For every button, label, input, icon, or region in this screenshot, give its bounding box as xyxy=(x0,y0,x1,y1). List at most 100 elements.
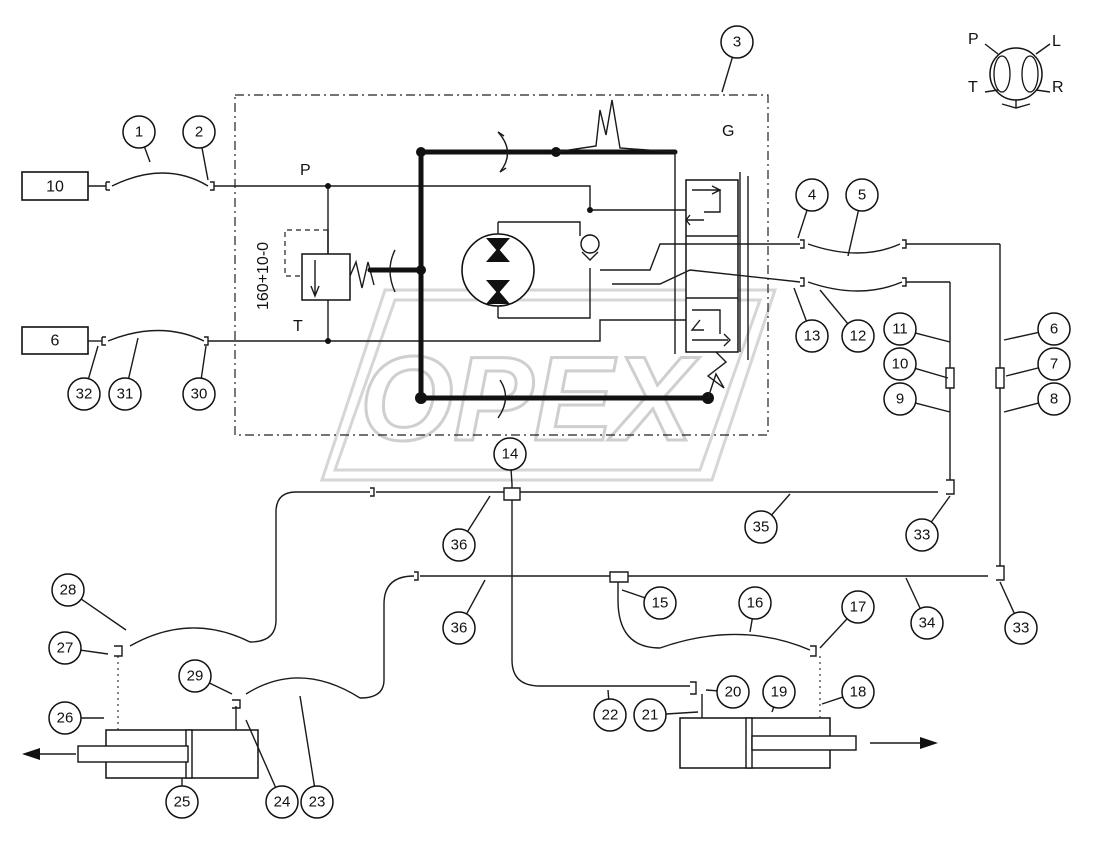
callout-leader-23 xyxy=(299,695,316,787)
callout-12: 12 xyxy=(841,319,875,353)
callout-leader-19 xyxy=(771,706,775,713)
callout-leader-36 xyxy=(466,495,491,532)
svg-text:10: 10 xyxy=(46,179,64,196)
callout-leader-14 xyxy=(510,469,513,485)
pressure-port-label: P xyxy=(300,162,311,179)
callout-leader-15 xyxy=(621,589,646,599)
callout-33: 33 xyxy=(1004,611,1038,645)
valve-internal-lines: P T 160+10-0 G xyxy=(235,123,734,344)
callout-28: 28 xyxy=(51,573,85,607)
right-lines xyxy=(945,244,1005,581)
callout-26: 26 xyxy=(48,701,82,735)
callout-20: 20 xyxy=(716,675,750,709)
callout-32: 32 xyxy=(67,377,101,411)
callout-leader-22 xyxy=(607,689,610,700)
callout-18: 18 xyxy=(841,675,875,709)
callout-22: 22 xyxy=(593,698,627,732)
cylinder-left xyxy=(22,645,259,779)
callout-label-7: 7 xyxy=(1050,356,1058,373)
callout-23: 23 xyxy=(300,785,334,819)
callout-label-14: 14 xyxy=(502,446,519,463)
callout-label-13: 13 xyxy=(804,328,821,345)
callout-19: 19 xyxy=(762,675,796,709)
pressure-source-box: 10 xyxy=(21,171,89,201)
callout-label-2: 2 xyxy=(195,124,203,141)
callout-leader-6 xyxy=(1003,331,1039,341)
callout-leader-27 xyxy=(80,649,109,655)
callout-label-4: 4 xyxy=(808,187,816,204)
directional-valve xyxy=(600,172,801,360)
callout-34: 34 xyxy=(910,606,944,640)
callout-label-21: 21 xyxy=(642,707,659,724)
callout-leader-33 xyxy=(999,581,1015,614)
callout-label-33: 33 xyxy=(1013,620,1030,637)
callout-label-5: 5 xyxy=(858,187,866,204)
callout-label-15: 15 xyxy=(652,595,669,612)
callout-leader-36 xyxy=(466,579,486,615)
callout-leader-24 xyxy=(245,719,277,788)
callout-label-9: 9 xyxy=(896,391,904,408)
output-hoses xyxy=(800,239,1000,292)
callout-label-3: 3 xyxy=(733,34,741,51)
supply-hoses xyxy=(88,172,235,346)
callout-11: 11 xyxy=(883,312,917,346)
callout-leader-16 xyxy=(749,618,753,633)
distribution-lines xyxy=(129,484,988,699)
callout-label-34: 34 xyxy=(919,615,936,632)
callout-label-6: 6 xyxy=(1050,321,1058,338)
valve-group-label: G xyxy=(722,123,734,140)
callout-leader-29 xyxy=(209,682,233,695)
callout-leader-10 xyxy=(915,367,949,379)
callout-5: 5 xyxy=(845,178,879,212)
callout-label-10: 10 xyxy=(892,356,909,373)
valve-enclosure xyxy=(234,94,769,436)
callout-label-24: 24 xyxy=(274,794,291,811)
relief-setting-label: 160+10-0 xyxy=(255,242,272,310)
callout-label-20: 20 xyxy=(725,684,742,701)
callout-label-30: 30 xyxy=(191,386,208,403)
callout-label-8: 8 xyxy=(1050,391,1058,408)
callout-label-36: 36 xyxy=(451,620,468,637)
legend-p: P xyxy=(968,31,979,48)
callout-leader-4 xyxy=(797,209,808,239)
callout-6: 6 xyxy=(1037,312,1071,346)
cylinder-right xyxy=(679,656,938,769)
legend-r: R xyxy=(1052,79,1064,96)
callout-14: 14 xyxy=(493,437,527,471)
callout-leader-13 xyxy=(793,287,808,322)
callout-leader-8 xyxy=(1003,402,1039,413)
callout-leader-2 xyxy=(201,147,209,181)
callout-21: 21 xyxy=(633,698,667,732)
callout-leader-5 xyxy=(847,210,860,257)
tank-return-box: 6 xyxy=(21,326,89,355)
callout-leader-21 xyxy=(665,711,699,715)
svg-text:6: 6 xyxy=(51,333,60,350)
callout-3: 3 xyxy=(720,25,754,59)
callout-16: 16 xyxy=(738,586,772,620)
callout-29: 29 xyxy=(178,659,212,693)
callout-label-31: 31 xyxy=(117,386,134,403)
callout-leader-28 xyxy=(80,598,127,631)
callout-35: 35 xyxy=(744,510,778,544)
callout-label-1: 1 xyxy=(135,124,143,141)
callout-1: 1 xyxy=(122,115,156,149)
hydraulic-motor xyxy=(461,207,600,319)
callout-label-16: 16 xyxy=(747,595,764,612)
callout-8: 8 xyxy=(1037,382,1071,416)
callout-36: 36 xyxy=(442,611,476,645)
legend-t: T xyxy=(968,79,978,96)
callout-label-32: 32 xyxy=(76,386,93,403)
callout-leader-11 xyxy=(915,332,951,343)
callout-label-27: 27 xyxy=(57,640,74,657)
callout-4: 4 xyxy=(795,178,829,212)
callout-10: 10 xyxy=(883,347,917,381)
callout-label-18: 18 xyxy=(850,684,867,701)
callout-leader-32 xyxy=(87,345,99,379)
callout-leader-31 xyxy=(127,337,139,379)
callout-17: 17 xyxy=(841,590,875,624)
callout-label-26: 26 xyxy=(57,710,74,727)
callout-15: 15 xyxy=(643,586,677,620)
callout-27: 27 xyxy=(48,631,82,665)
